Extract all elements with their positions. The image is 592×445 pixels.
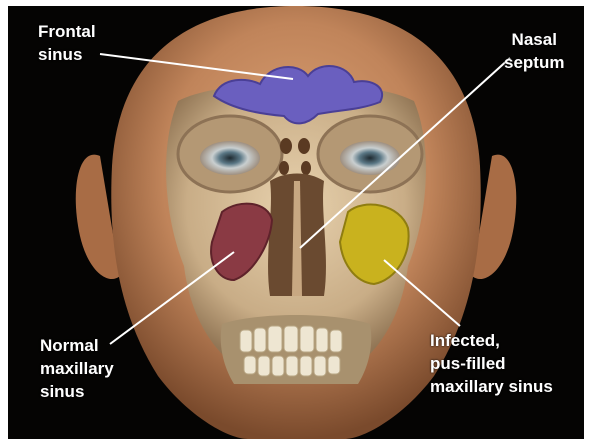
infected-maxillary-sinus-label: Infected, pus-filled maxillary sinus: [430, 329, 553, 398]
normal-maxillary-sinus-label: Normal maxillary sinus: [40, 334, 114, 403]
illustration-frame: Frontal sinus Nasal septum Normal maxill…: [8, 6, 584, 439]
nasal-septum-label: Nasal septum: [504, 28, 564, 74]
frontal-sinus-label: Frontal sinus: [38, 20, 96, 66]
right-eye: [340, 141, 400, 175]
left-eye: [200, 141, 260, 175]
